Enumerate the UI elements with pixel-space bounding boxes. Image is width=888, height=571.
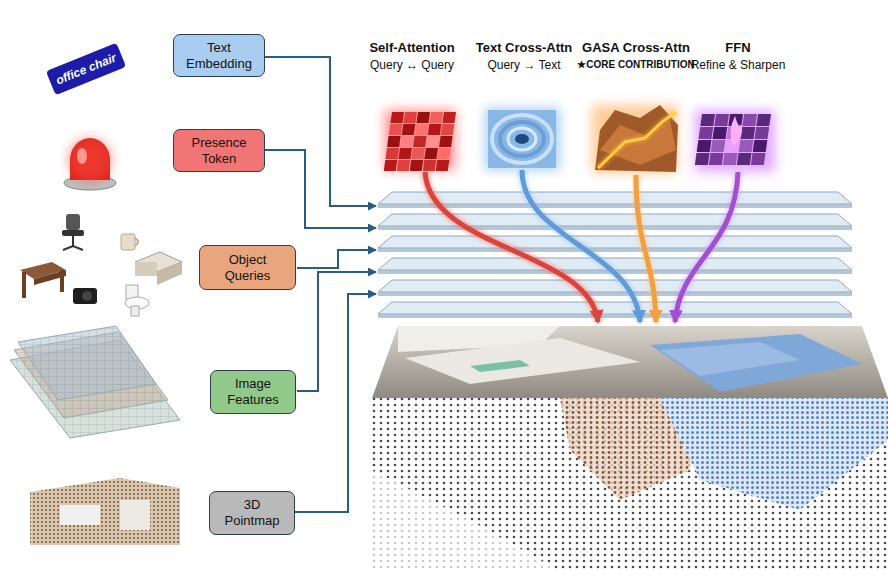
box-label: Presence Token: [180, 135, 258, 166]
input-box: Image Features: [210, 370, 296, 414]
input-box: Object Queries: [199, 245, 296, 290]
object-icons: [20, 214, 182, 316]
beacon-icon: [64, 138, 116, 190]
ffn-image: [695, 110, 775, 172]
feature-maps: [10, 326, 180, 438]
gasa-cross-attn-image: [592, 105, 678, 173]
scene-photo: [372, 326, 888, 398]
block-badge: ★CORE CONTRIBUTION: [577, 59, 694, 70]
block-subtitle: Refine & Sharpen: [691, 58, 786, 72]
query-tag: office chair: [46, 43, 126, 96]
text-cross-attn-image: [485, 108, 560, 170]
block-subtitle: Query ↔ Query: [370, 58, 454, 72]
box-label: Object Queries: [209, 252, 287, 283]
block-subtitle: Query → Text: [487, 58, 560, 72]
block-title: Self-Attention: [369, 40, 454, 55]
input-box: Text Embedding: [173, 34, 265, 77]
block-title: Text Cross-Attn: [476, 40, 573, 55]
block-title: GASA Cross-Attn: [582, 40, 690, 55]
box-label: Image Features: [217, 376, 289, 407]
attention-ribbons: [425, 170, 738, 322]
pointmap-thumbnail: [30, 478, 180, 545]
point-cloud: [372, 398, 888, 571]
box-label: office chair: [54, 50, 119, 87]
box-label: 3D Pointmap: [220, 497, 284, 528]
self-attention-image: [384, 110, 456, 171]
input-box: 3D Pointmap: [209, 491, 295, 535]
box-label: Text Embedding: [180, 40, 258, 71]
input-box: Presence Token: [173, 129, 265, 172]
block-title: FFN: [725, 40, 750, 55]
